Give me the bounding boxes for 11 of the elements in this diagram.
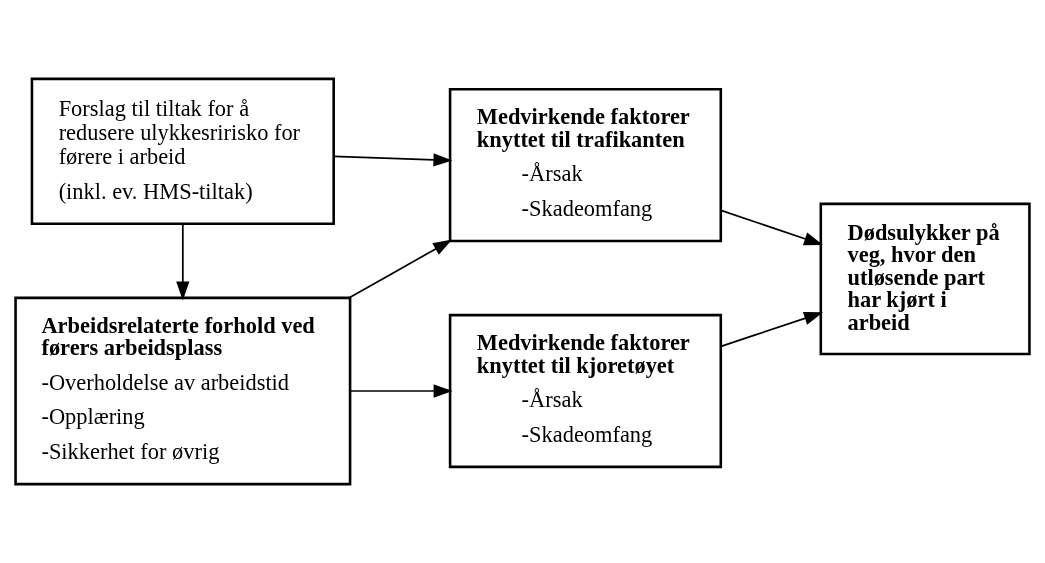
node-box: Medvirkende faktorer knyttet til kjoretøyet -Årsak -Skadeomfang — [448, 313, 723, 469]
arrow — [332, 153, 453, 167]
node-box: Medvirkende faktorer knyttet til trafikanten -Årsak -Skadeomfang — [448, 87, 723, 243]
arrow — [176, 223, 190, 301]
node-box: Forslag til tiltak for å redusere ulykkesririsko for førere i arbeid (inkl. ev. HMS-tiltak) — [30, 77, 335, 226]
arrow — [348, 239, 453, 299]
arrow — [720, 209, 824, 246]
node-box: Dødsulykker på veg, hvor den utløsende part har kjørt i arbeid — [819, 202, 1031, 356]
arrow — [349, 384, 453, 398]
arrow — [720, 312, 824, 348]
node-box: Arbeidsrelaterte forhold ved førers arbeidsplass -Overholdelse av arbeidstid -Opplæring -Sikkerhet for øvrig — [14, 296, 352, 486]
